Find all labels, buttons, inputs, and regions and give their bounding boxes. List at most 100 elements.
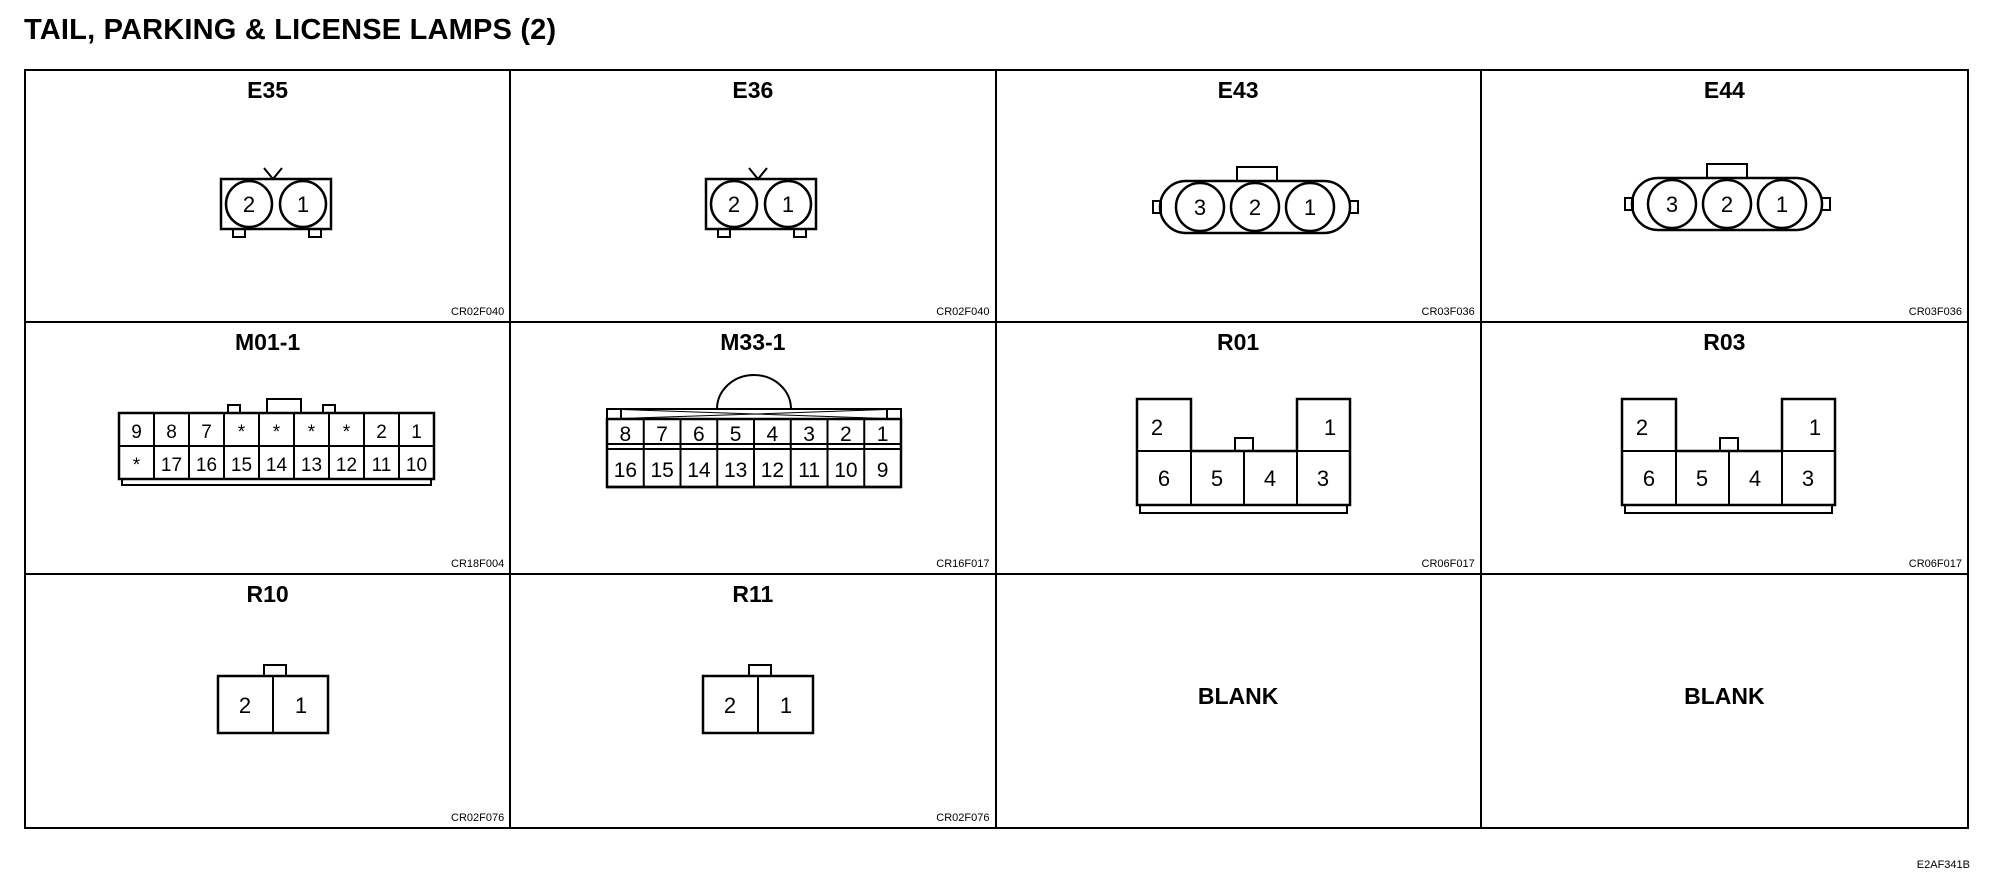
pin-label: 2 xyxy=(724,693,736,718)
blank-label: BLANK xyxy=(1197,683,1279,709)
pin-label: 7 xyxy=(657,423,669,446)
pin-label: 4 xyxy=(1263,466,1275,491)
pin-label: 2 xyxy=(376,422,387,443)
pin-label: 15 xyxy=(651,459,674,482)
connector-cell-e35: E35 2 1 CR02F040 xyxy=(26,71,512,323)
pin-label: 1 xyxy=(780,693,792,718)
pin-label: 16 xyxy=(196,455,217,476)
pin-label: 4 xyxy=(1749,466,1761,491)
pin-label: * xyxy=(273,422,281,443)
pin-label: 5 xyxy=(730,423,742,446)
connector-code: CR03F036 xyxy=(1908,306,1962,318)
pin-label: 5 xyxy=(1696,466,1708,491)
pin-label: 1 xyxy=(295,693,307,718)
connector-diagram: 2 1 xyxy=(219,167,333,238)
connector-diagram: 3 2 1 xyxy=(1151,166,1359,235)
connector-code: CR02F076 xyxy=(451,812,505,824)
connector-code: CR02F040 xyxy=(451,306,505,318)
connector-cell-r01: R01 2 1 6 5 4 3 CR06F017 xyxy=(996,323,1482,575)
pin-label: 2 xyxy=(1248,195,1260,220)
connector-name: M01-1 xyxy=(235,329,301,355)
figure-code: E2AF341B xyxy=(1916,859,1970,871)
connector-name: R01 xyxy=(1217,329,1260,355)
pin-label: 3 xyxy=(1666,192,1678,217)
pin-label: 7 xyxy=(201,422,212,443)
pin-label: 3 xyxy=(804,423,816,446)
pin-label: 1 xyxy=(1809,415,1821,440)
pin-label: 2 xyxy=(239,693,251,718)
pin-label: 12 xyxy=(336,455,357,476)
pin-label: 1 xyxy=(1303,195,1315,220)
connector-cell-r03: R03 2 1 6 5 4 3 CR06F017 xyxy=(1481,323,1967,575)
blank-cell: BLANK xyxy=(1482,575,1967,827)
pin-label: 13 xyxy=(301,455,322,476)
connector-cell-r10: R10 2 1 CR02F076 xyxy=(26,575,512,827)
connector-name: E43 xyxy=(1217,77,1259,103)
pin-label: 8 xyxy=(620,423,632,446)
pin-label: 1 xyxy=(1776,192,1788,217)
connector-diagram: 2 1 xyxy=(705,167,818,238)
pin-label: 3 xyxy=(1802,466,1814,491)
connector-name: R03 xyxy=(1703,329,1746,355)
pin-label: 9 xyxy=(877,459,889,482)
connector-code: CR02F076 xyxy=(936,812,990,824)
connector-diagram: 2 1 6 5 4 3 xyxy=(1135,397,1351,514)
pin-label: 2 xyxy=(1721,192,1733,217)
connector-name: R11 xyxy=(732,581,774,607)
pin-label: 17 xyxy=(161,455,182,476)
pin-label: 2 xyxy=(728,192,740,217)
pin-label: 3 xyxy=(1316,466,1328,491)
pin-label: 6 xyxy=(1157,466,1169,491)
pin-label: 5 xyxy=(1210,466,1222,491)
pin-label: 11 xyxy=(372,455,392,476)
pin-label: * xyxy=(308,422,316,443)
connector-diagram: 2 1 xyxy=(702,664,815,735)
blank-cell: BLANK xyxy=(997,575,1482,827)
connector-name: E36 xyxy=(732,77,774,103)
connector-diagram: 2 1 xyxy=(216,664,330,735)
pin-label: 2 xyxy=(1636,415,1648,440)
pin-label: 1 xyxy=(297,192,309,217)
connector-name: E35 xyxy=(247,77,289,103)
connector-code: CR18F004 xyxy=(451,558,505,570)
pin-label: 1 xyxy=(411,422,422,443)
connector-name: R10 xyxy=(246,581,289,607)
pin-label: 4 xyxy=(767,423,779,446)
pin-label: 10 xyxy=(834,459,857,482)
connector-code: CR16F017 xyxy=(936,558,990,570)
pin-label: * xyxy=(133,455,141,476)
connector-code: CR03F036 xyxy=(1421,306,1475,318)
pin-label: 1 xyxy=(782,192,794,217)
pin-label: 10 xyxy=(406,455,427,476)
pin-label: 8 xyxy=(166,422,177,443)
pin-label: 6 xyxy=(1643,466,1655,491)
connector-cell-e43: E43 3 2 1 CR03F036 xyxy=(996,71,1482,323)
pin-label: 14 xyxy=(266,455,288,476)
pin-label: 2 xyxy=(1150,415,1162,440)
connector-diagram: 2 1 6 5 4 3 xyxy=(1620,397,1836,514)
connector-code: CR06F017 xyxy=(1421,558,1475,570)
pin-label: 16 xyxy=(614,459,637,482)
connector-code: CR06F017 xyxy=(1908,558,1962,570)
pin-label: 13 xyxy=(724,459,747,482)
connector-name: E44 xyxy=(1703,77,1745,103)
connector-name: M33-1 xyxy=(720,329,786,355)
pin-label: 3 xyxy=(1193,195,1205,220)
connector-grid: E35 2 1 CR02F040 E36 2 1 CR02F040 E4 xyxy=(24,69,1969,829)
pin-label: * xyxy=(238,422,246,443)
connector-diagram: 3 2 1 xyxy=(1623,163,1831,232)
pin-label: * xyxy=(343,422,351,443)
connector-cell-e36: E36 2 1 CR02F040 xyxy=(511,71,997,323)
pin-label: 11 xyxy=(798,459,820,482)
pin-label: 12 xyxy=(761,459,784,482)
connector-code: CR02F040 xyxy=(936,306,990,318)
pin-label: 2 xyxy=(840,423,852,446)
blank-label: BLANK xyxy=(1684,683,1765,709)
pin-label: 1 xyxy=(877,423,889,446)
connector-cell-e44: E44 3 2 1 CR03F036 xyxy=(1481,71,1967,323)
pin-label: 1 xyxy=(1323,415,1335,440)
